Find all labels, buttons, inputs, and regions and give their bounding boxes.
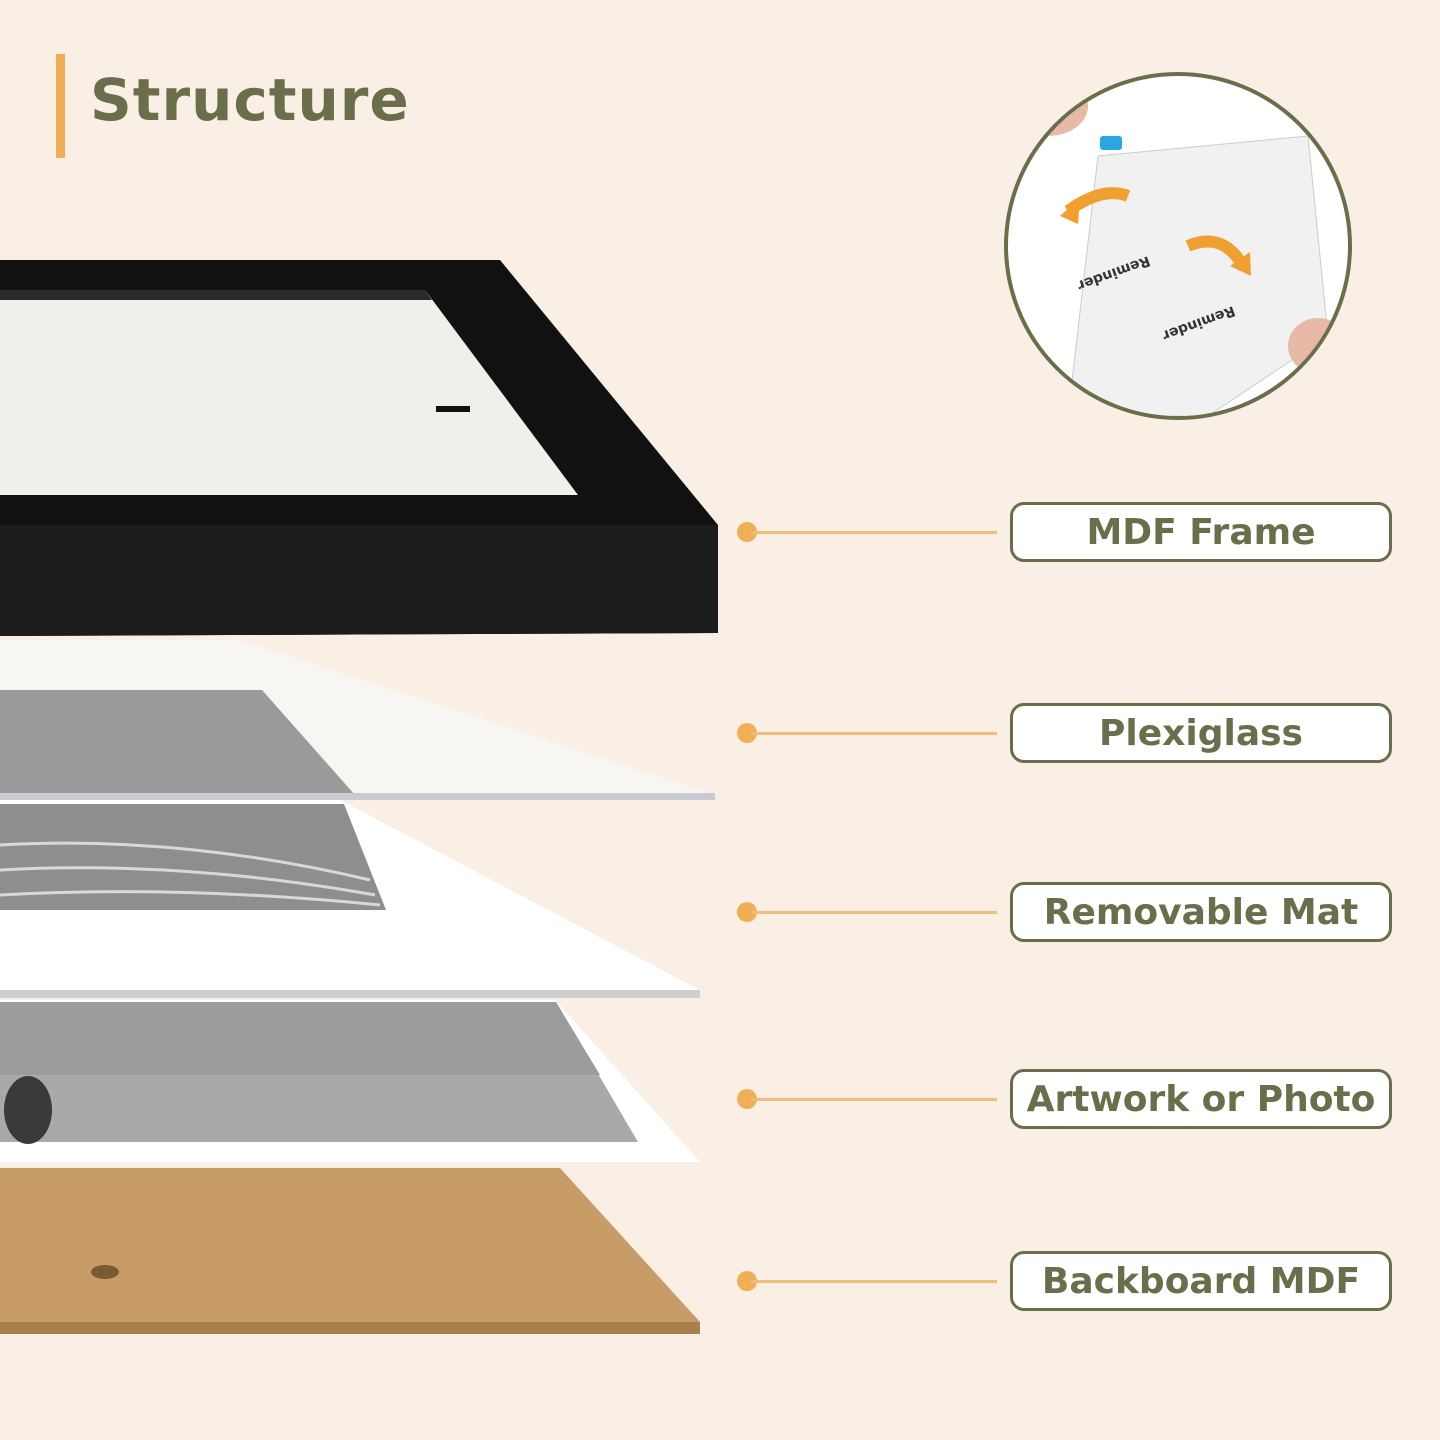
layer-callout-backboard: Backboard MDF	[737, 1251, 1397, 1311]
peel-film-inset: Reminder Reminder	[1004, 72, 1352, 420]
mat-layer	[0, 800, 700, 998]
backboard-layer	[0, 1168, 700, 1334]
layer-callout-plexiglass: Plexiglass	[737, 703, 1397, 763]
page-title: Structure	[90, 66, 410, 134]
layer-label: Plexiglass	[1010, 703, 1392, 763]
callout-dot	[737, 522, 757, 542]
artwork-layer	[0, 1000, 700, 1162]
plexiglass-layer	[0, 640, 715, 800]
callout-line	[751, 911, 997, 914]
layer-callout-mdf-frame: MDF Frame	[737, 502, 1397, 562]
mdf-frame-layer	[0, 260, 718, 636]
layer-label: Artwork or Photo	[1010, 1069, 1392, 1129]
callout-dot	[737, 1271, 757, 1291]
layer-label: Removable Mat	[1010, 882, 1392, 942]
layer-label: MDF Frame	[1010, 502, 1392, 562]
layer-label: Backboard MDF	[1010, 1251, 1392, 1311]
title-accent-bar	[56, 54, 65, 158]
hanger-hole-icon	[91, 1265, 119, 1279]
callout-line	[751, 1280, 997, 1283]
callout-dot	[737, 1089, 757, 1109]
callout-line	[751, 1098, 997, 1101]
callout-line	[751, 531, 997, 534]
callout-dot	[737, 723, 757, 743]
layer-callout-artwork: Artwork or Photo	[737, 1069, 1397, 1129]
layer-callout-removable-mat: Removable Mat	[737, 882, 1397, 942]
peel-film-illustration: Reminder Reminder	[1008, 76, 1348, 416]
callout-dot	[737, 902, 757, 922]
callout-line	[751, 732, 997, 735]
